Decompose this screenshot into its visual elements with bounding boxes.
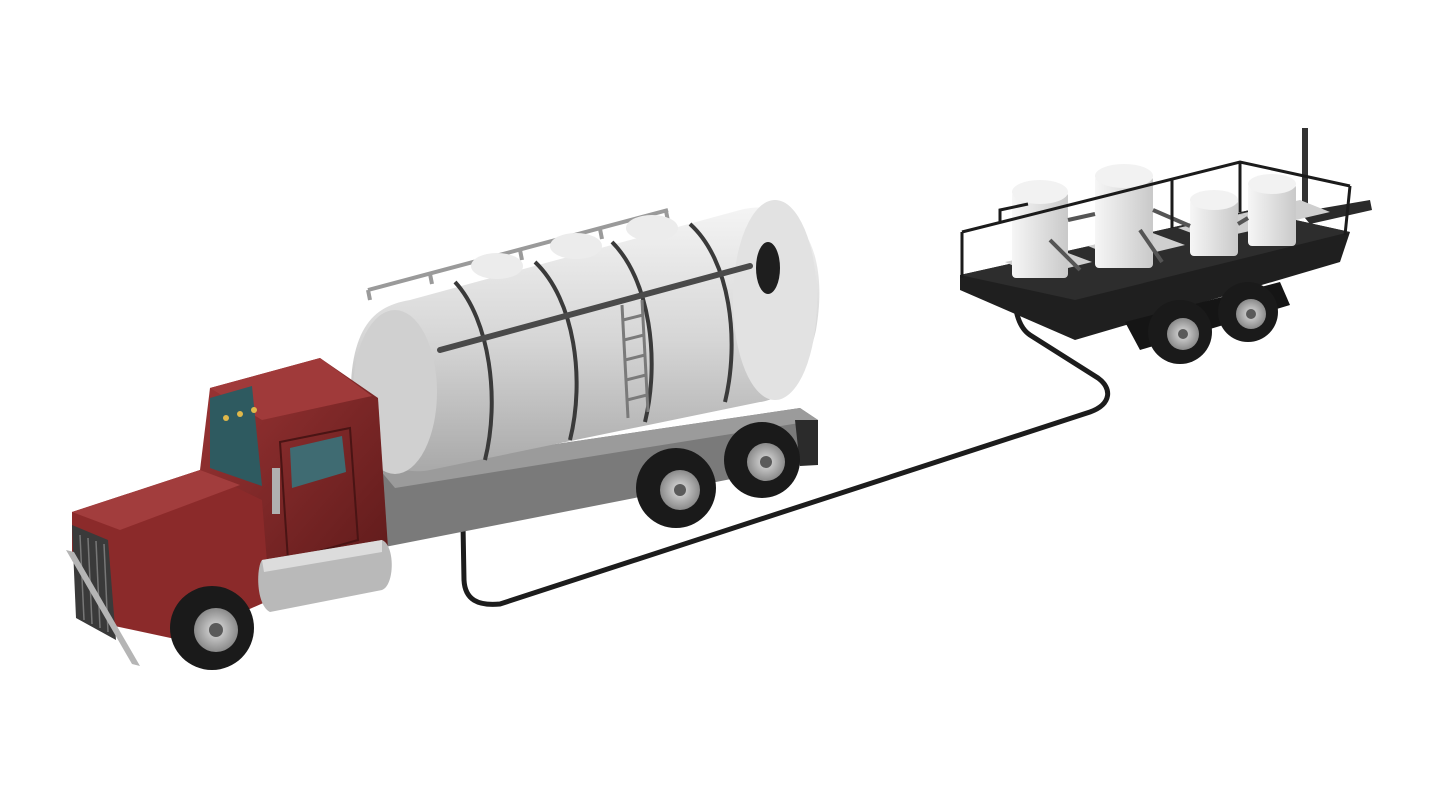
side-mirror (272, 468, 280, 514)
tank-rear-valve (756, 242, 780, 294)
filter-vessel-3 (1190, 190, 1238, 256)
vent-stack (1302, 128, 1308, 208)
truck-frame-top (380, 408, 818, 488)
tank-rear-cap (733, 200, 817, 400)
filter-vessel-1 (1012, 180, 1068, 278)
door-window (290, 436, 346, 488)
rear-wheel-2 (724, 422, 800, 498)
front-wheel (170, 586, 254, 670)
tank-dome-3 (626, 215, 678, 241)
front-bumper (66, 550, 140, 666)
truck-frame (380, 408, 818, 548)
tanker-truck (66, 200, 820, 670)
cab-door (278, 426, 360, 562)
tank-top-rail (366, 208, 670, 301)
tank-dome-2 (550, 233, 602, 259)
windshield (210, 386, 262, 486)
tank-ladder (620, 299, 650, 419)
tank-dome-1 (471, 253, 523, 279)
trailer-tongue (1300, 200, 1372, 224)
marker-lights (223, 407, 257, 421)
trailer-railing (960, 160, 1352, 278)
fuel-tank (258, 540, 392, 612)
trailer-wheel-2 (1218, 282, 1278, 342)
rear-bumper (795, 420, 818, 466)
tank-side-pipe (437, 263, 753, 353)
rear-wheel-1 (636, 448, 716, 528)
tank-straps (453, 222, 734, 461)
trailer-wheel-1 (1148, 300, 1212, 364)
filter-vessel-2 (1095, 164, 1153, 268)
treatment-trailer (960, 128, 1372, 364)
filter-vessel-4 (1248, 174, 1296, 246)
tank (351, 200, 820, 474)
